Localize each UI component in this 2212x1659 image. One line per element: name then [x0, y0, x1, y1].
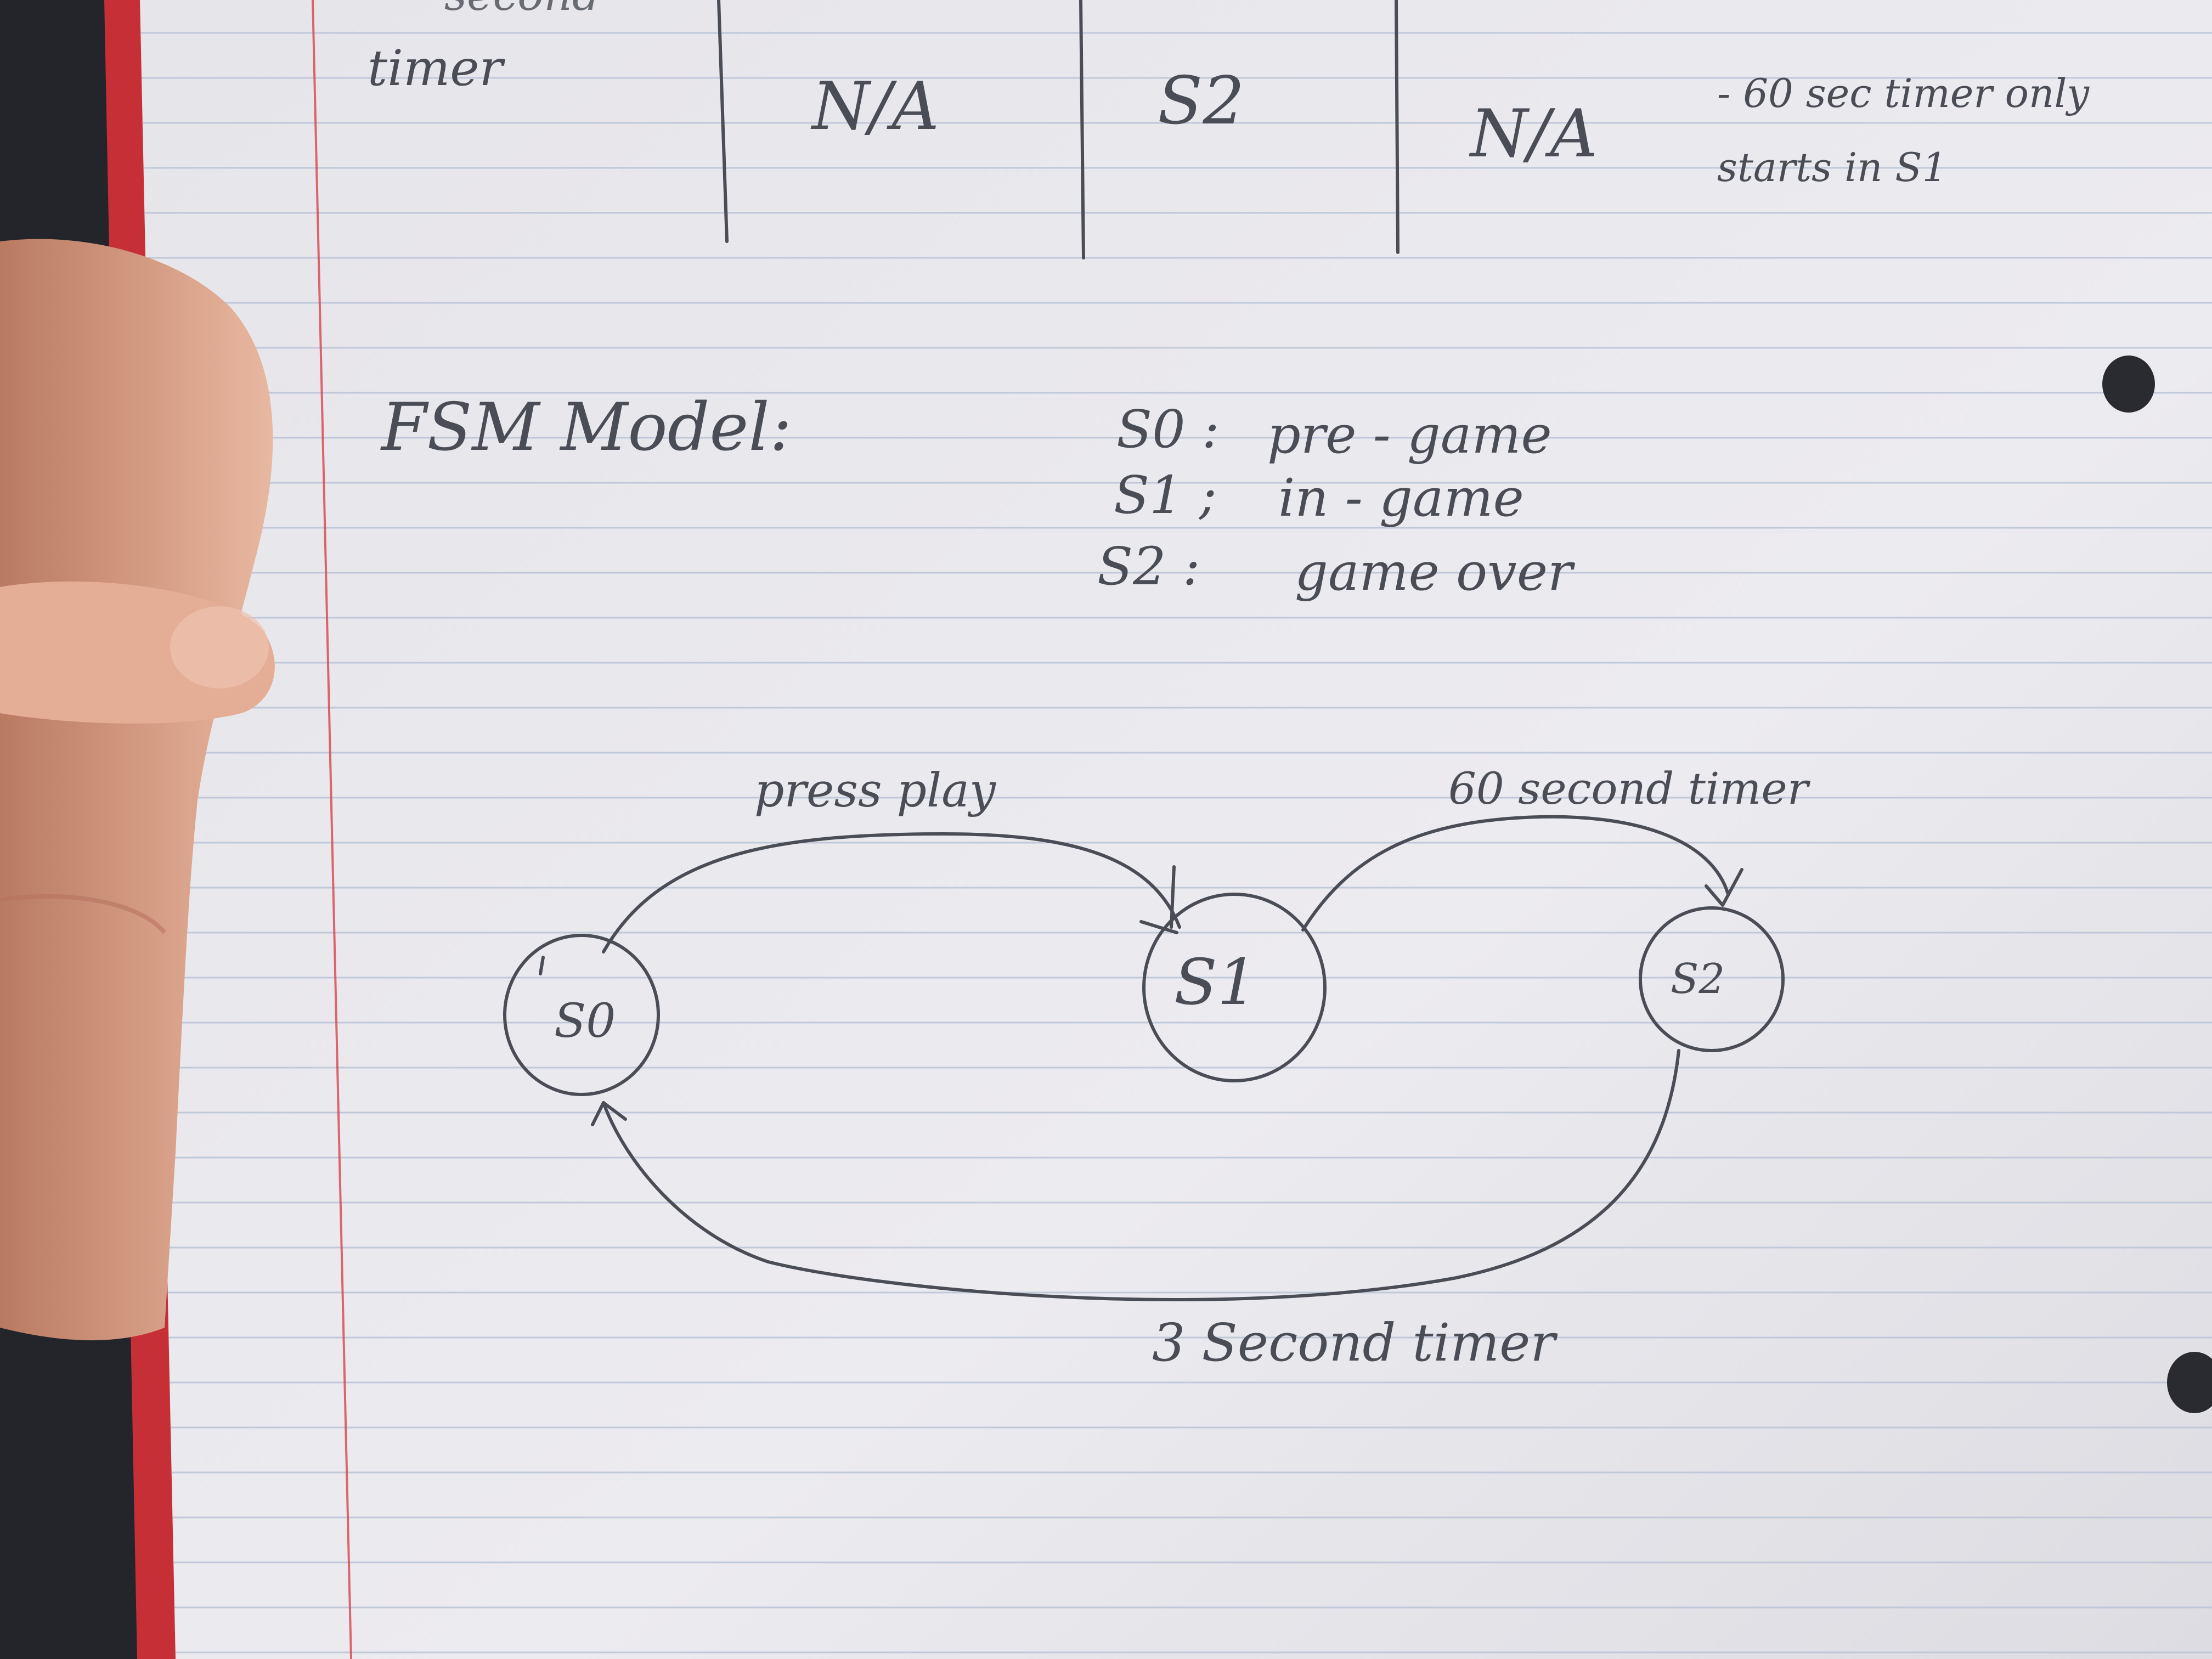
table-divider: [1395, 0, 1400, 254]
legend-state: S1 ;: [1114, 465, 1217, 526]
transition-s0-s1: [602, 832, 1181, 953]
state-node-s2: [1639, 906, 1785, 1052]
state-node-s0: [503, 934, 660, 1096]
transition-label: 60 second timer: [1448, 763, 1811, 814]
table-note: - 60 sec timer only: [1717, 70, 2090, 116]
state-node-s1: [1142, 893, 1327, 1082]
legend-meaning: game over: [1295, 542, 1576, 602]
table-note: starts in S1: [1717, 144, 1947, 190]
punch-hole: [2167, 1352, 2212, 1413]
table-row-label-partial: second: [444, 0, 600, 20]
transition-s1-s2: [1301, 815, 1730, 932]
hand: [0, 239, 275, 1341]
table-cell: N/A: [1469, 96, 1598, 172]
arrowhead: [1139, 865, 1178, 934]
legend-state: S2 :: [1097, 537, 1200, 597]
transition-label: press play: [754, 764, 996, 818]
state-label: S1: [1174, 946, 1257, 1019]
state-label: S2: [1671, 955, 1725, 1003]
table-sketch: [717, 0, 1400, 259]
table-cell: S2: [1158, 63, 1245, 139]
paper-sheet: [140, 0, 2212, 1659]
table-divider: [717, 0, 729, 243]
legend-meaning: pre - game: [1267, 405, 1552, 465]
state-label: S0: [554, 994, 616, 1048]
table-cell: N/A: [810, 69, 939, 145]
margin-line: [312, 0, 352, 1659]
table-row-label: timer: [368, 40, 506, 97]
punch-hole: [2102, 356, 2155, 413]
transition-label: 3 Second timer: [1152, 1313, 1558, 1373]
arrowhead: [1705, 868, 1743, 907]
fsm-diagram: [503, 815, 1785, 1301]
table-divider: [1079, 0, 1085, 259]
transition-s2-s0: [602, 1049, 1680, 1301]
legend-meaning: in - game: [1278, 468, 1524, 528]
fsm-heading: FSM Model:: [380, 390, 792, 466]
arrowhead: [591, 1101, 627, 1126]
legend-state: S0 :: [1116, 399, 1220, 460]
state-node-s0-tick: [539, 956, 545, 975]
